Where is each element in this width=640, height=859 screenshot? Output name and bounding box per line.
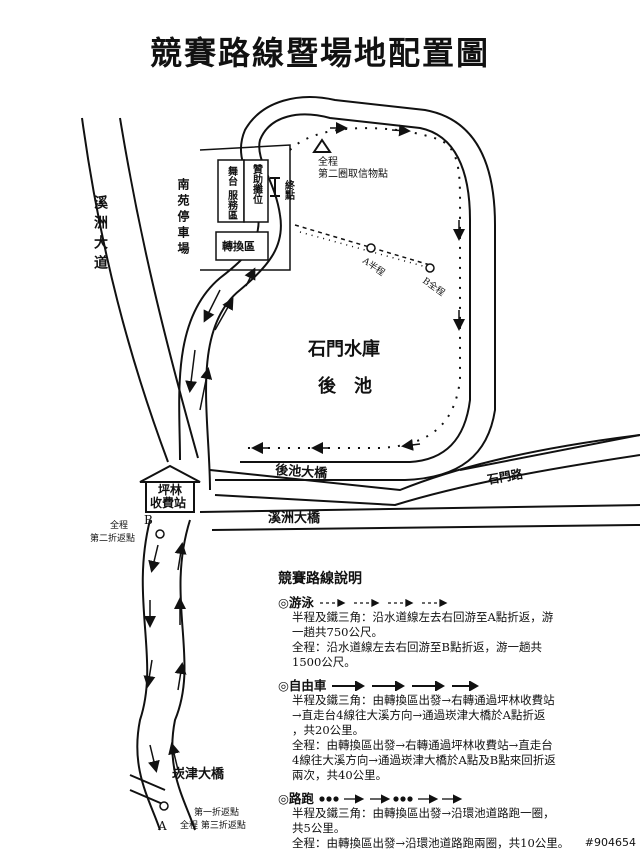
route-legend: 競賽路線說明 ◎游泳 半程及鐵三角：沿水道線左去右回游至A點折返，游 一趟共75… — [278, 572, 618, 859]
label-point-b: B全程 — [420, 275, 447, 299]
turn-point-a — [159, 801, 169, 811]
label-sponsor: 贊助攤位 — [251, 163, 263, 205]
label-second-turn-1: 全程 — [110, 519, 128, 531]
run-route — [240, 127, 462, 449]
finish-marker — [270, 177, 280, 197]
houchi-bridge — [209, 434, 640, 507]
label-first-turn-1: 第一折返點 — [194, 806, 239, 818]
run-line-icon — [319, 793, 463, 804]
label-xizhou-bridge: 溪洲大橋 — [268, 510, 321, 526]
bike-line-icon — [332, 680, 480, 691]
label-finish: 終點 — [283, 179, 296, 201]
label-nanyuan-parking: 南苑停車場 — [176, 177, 190, 258]
label-houchi-bridge: 後池大橋 — [275, 462, 329, 482]
kanjin-bridge — [129, 774, 166, 806]
label-kanjin-bridge: 崁津大橋 — [172, 766, 225, 782]
legend-swim-line: 半程及鐵三角：沿水道線左去右回游至A點折返，游 — [292, 610, 554, 624]
legend-swim-line: 全程：沿水道線左去右回游至B點折返，游一趟共 — [292, 640, 542, 654]
xizhou-bridge-road — [199, 504, 640, 531]
legend-run-line: 半程及鐵三角：由轉換區出發→沿環池道路跑一圈， — [292, 806, 555, 820]
watermark-id: #904654 — [584, 836, 636, 849]
label-second-turn-2: 第二折返點 — [90, 532, 135, 544]
point-b-buoy — [425, 263, 435, 273]
shimen-road — [459, 434, 640, 471]
label-first-turn-2: 全程 第三折返點 — [180, 819, 246, 831]
reservoir-loop-road — [178, 96, 496, 491]
label-shimen-road: 石門路 — [485, 466, 525, 487]
legend-swim-title: ◎游泳 — [278, 595, 314, 610]
legend-bike-line: 4線往大溪方向→通過崁津大橋於A點及B點來回折返 — [292, 753, 556, 767]
transition-box — [215, 231, 269, 261]
legend-swim: ◎游泳 半程及鐵三角：沿水道線左去右回游至A點折返，游 一趟共750公尺。 全程… — [278, 595, 618, 670]
legend-run: ◎路跑 半程及鐵三角：由轉換區出發→沿環池道路跑一圈， 共5公里。 全程：由轉換… — [278, 791, 618, 851]
legend-swim-line: 1500公尺。 — [292, 655, 356, 669]
label-service: 服務區 — [226, 190, 238, 220]
label-pinglin-2: 收費站 — [150, 495, 186, 510]
legend-bike-line: 兩次，共40公里。 — [292, 768, 388, 782]
sponsor-booth — [243, 159, 269, 223]
page-title: 競賽路線暨場地配置圖 — [149, 34, 490, 72]
signal-point-icon — [312, 138, 332, 153]
legend-bike: ◎自由車 半程及鐵三角：由轉換區出發→右轉通過坪林收費站 →直走台4線往大溪方向… — [278, 678, 618, 783]
swim-line-icon — [319, 598, 448, 607]
label-second-signal-1: 全程 — [318, 155, 338, 168]
label-reservoir-pool: 後 池 — [318, 375, 372, 397]
legend-run-line: 全程：由轉換區出發→沿環池道路跑兩圈，共10公里。 — [292, 836, 570, 850]
pinglin-toll-station — [139, 464, 201, 513]
legend-bike-line: →直走台4線往大溪方向→通過崁津大橋於A點折返 — [292, 708, 546, 722]
bike-route-road — [136, 519, 196, 831]
label-xizhou-road: 溪洲大道 — [92, 194, 108, 275]
legend-bike-line: 全程：由轉換區出發→右轉通過坪林收費站→直走台 — [292, 738, 553, 752]
run-route-arrows — [251, 122, 465, 454]
point-a-buoy — [366, 243, 376, 253]
legend-run-line: 共5公里。 — [292, 821, 346, 835]
label-point-a: A半程 — [359, 254, 387, 278]
legend-heading: 競賽路線說明 — [278, 571, 362, 587]
legend-run-title: ◎路跑 — [278, 791, 314, 806]
turn-point-b — [155, 529, 165, 539]
stage-booth — [217, 159, 245, 223]
label-transition: 轉換區 — [222, 239, 255, 253]
bike-route-arrows — [143, 267, 256, 773]
legend-bike-line: ，共20公里。 — [292, 723, 365, 737]
label-stage: 舞台 — [226, 165, 238, 187]
legend-bike-line: 半程及鐵三角：由轉換區出發→右轉通過坪林收費站 — [292, 693, 555, 707]
legend-bike-title: ◎自由車 — [278, 678, 327, 693]
xizhou-avenue-road — [81, 117, 199, 463]
label-pinglin-1: 坪林 — [158, 482, 182, 497]
label-second-signal-2: 第二圈取信物點 — [318, 167, 388, 180]
label-reservoir: 石門水庫 — [307, 338, 380, 360]
label-b-mark: B — [144, 513, 153, 527]
legend-swim-line: 一趟共750公尺。 — [292, 625, 383, 639]
label-a-mark: A — [157, 819, 167, 833]
